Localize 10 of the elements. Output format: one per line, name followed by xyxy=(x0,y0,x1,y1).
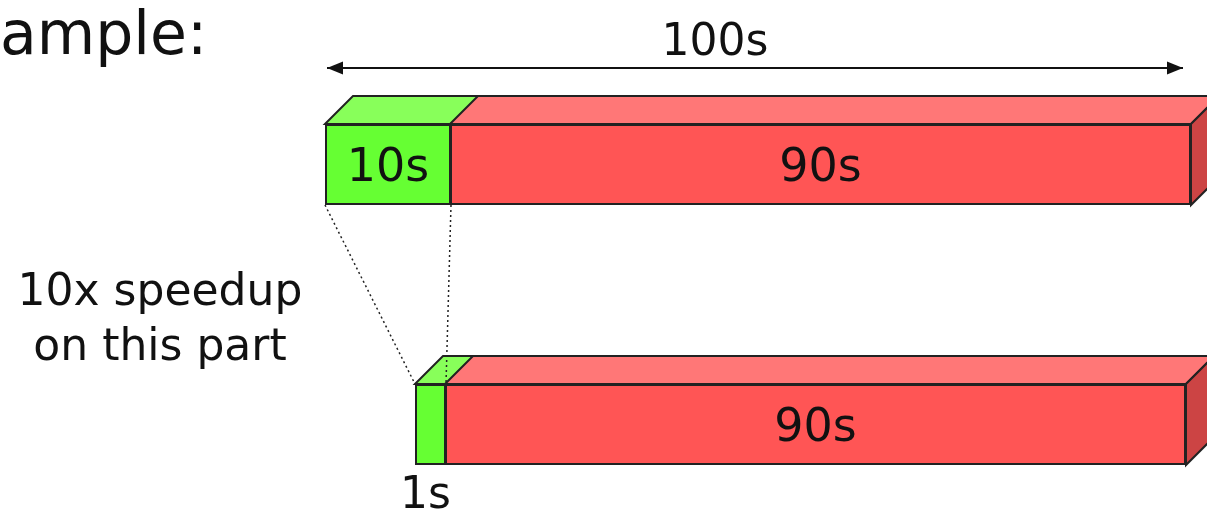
zoom-line xyxy=(324,204,416,385)
bar-segment: 10s xyxy=(325,124,451,205)
dimension-label: 100s xyxy=(660,13,770,67)
duration-label: 1s xyxy=(400,467,451,518)
bar-segment xyxy=(415,384,446,465)
bar-segment: 90s xyxy=(445,384,1186,465)
note-text: 10x speedup on this part xyxy=(16,263,304,372)
zoom-line xyxy=(445,204,452,385)
slide-title: ample: xyxy=(0,0,208,68)
bar-segment: 90s xyxy=(450,124,1191,205)
